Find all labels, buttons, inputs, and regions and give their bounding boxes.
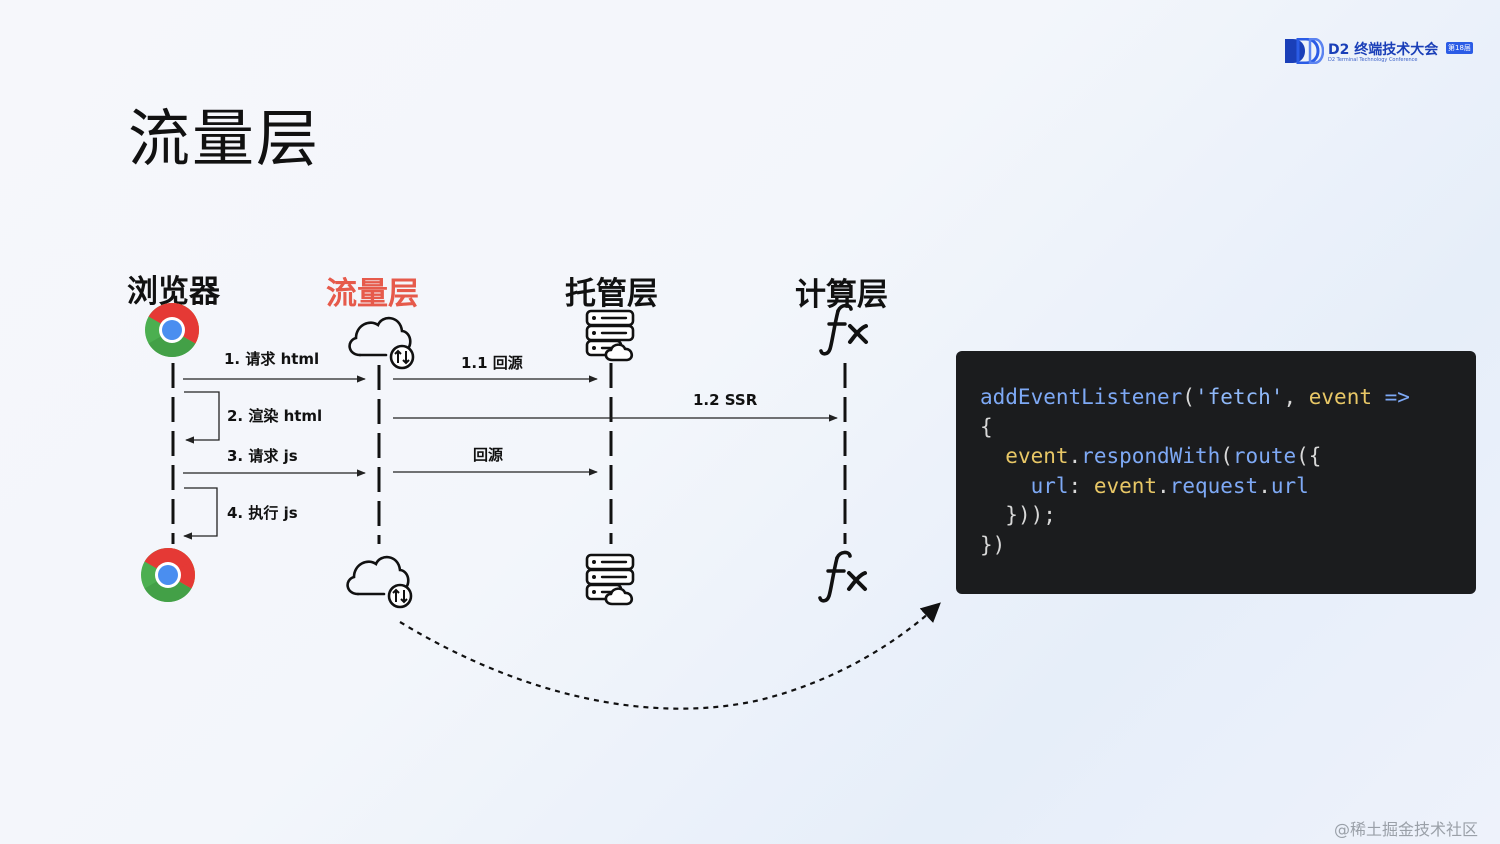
column-hosting-label: 托管层: [565, 276, 658, 312]
logo-name: D2 终端技术大会: [1328, 42, 1439, 58]
arrow-render-html: [184, 391, 220, 444]
label-execute-js: 4. 执行 js: [227, 504, 298, 522]
cloud-sync-icon: [348, 316, 415, 370]
code-block: addEventListener('fetch', event => { eve…: [956, 351, 1476, 594]
conference-logo: D2 终端技术大会 第18届 D2 Terminal Technology Co…: [1284, 38, 1484, 68]
code-line-6: }): [980, 532, 1006, 557]
code-line-3: event.respondWith(route({: [1005, 444, 1322, 468]
function-icon: [819, 303, 868, 356]
arrow-execute-js: [183, 487, 218, 540]
page-title: 流量层: [128, 102, 321, 175]
logo-subtitle: D2 Terminal Technology Conference: [1328, 57, 1418, 63]
cloud-sync-icon-bottom: [346, 555, 413, 609]
server-cloud-icon: [585, 309, 635, 362]
logo-badge: 第18届: [1446, 42, 1473, 54]
column-traffic-label: 流量层: [326, 276, 419, 312]
code-line-2: {: [980, 414, 993, 439]
label-origin-fetch-1: 1.1 回源: [461, 354, 523, 372]
d2-logo-icon: [1285, 38, 1324, 64]
watermark: @稀土掘金技术社区: [1334, 820, 1479, 839]
label-ssr: 1.2 SSR: [693, 391, 758, 409]
code-line-4: url: event.request.url: [1030, 473, 1309, 498]
code-line-1: addEventListener('fetch', event =>: [980, 385, 1410, 409]
label-request-html: 1. 请求 html: [224, 350, 319, 368]
chrome-icon: [145, 299, 209, 358]
chrome-icon-bottom: [141, 544, 205, 603]
server-cloud-icon-bottom: [585, 553, 635, 606]
code-line-5: }));: [1005, 503, 1056, 527]
dashed-curve-arrow: [399, 602, 941, 710]
label-origin-fetch-2: 回源: [473, 446, 503, 464]
label-request-js: 3. 请求 js: [227, 447, 298, 465]
label-render-html: 2. 渲染 html: [227, 407, 322, 425]
function-icon-bottom: [818, 550, 867, 603]
